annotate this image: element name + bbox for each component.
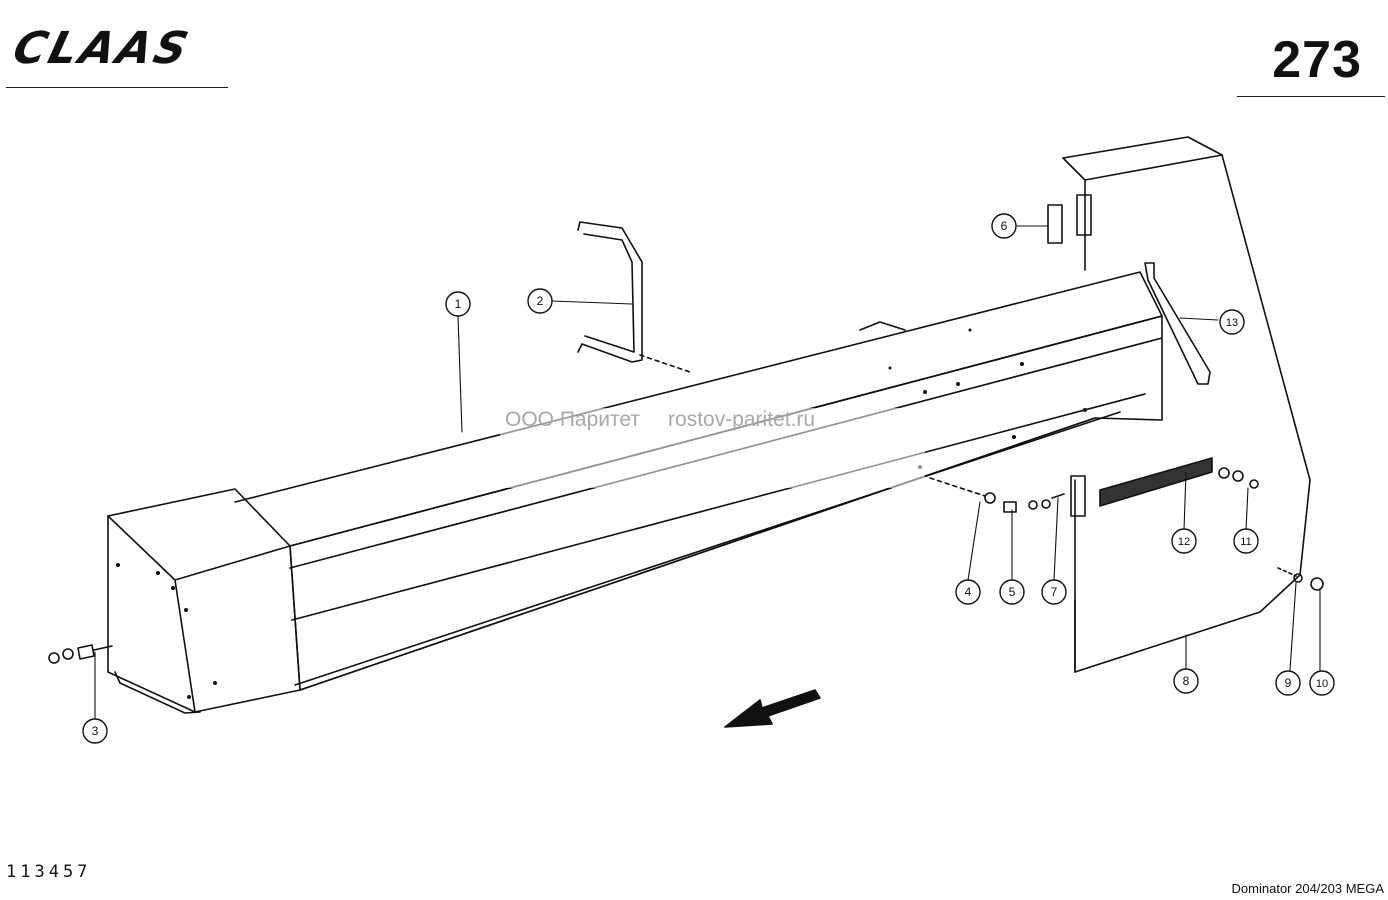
strut-13	[1144, 262, 1211, 385]
callout-1-label: 1	[455, 297, 462, 311]
callout-12: 12	[1171, 528, 1197, 554]
callout-8: 8	[1173, 668, 1199, 694]
strip-12	[1099, 457, 1213, 507]
model-name: Dominator 204/203 MEGA	[1231, 881, 1384, 896]
callout-9-label: 9	[1285, 676, 1292, 690]
watermark-company: ООО Паритет	[505, 408, 641, 431]
callout-1: 1	[445, 291, 471, 317]
callout-8-label: 8	[1183, 674, 1190, 688]
logo-underline	[6, 87, 228, 88]
direction-arrow	[724, 689, 821, 728]
callout-3-label: 3	[92, 724, 99, 738]
callout-6: 6	[991, 213, 1017, 239]
watermark: ООО Паритет rostov-paritet.ru	[500, 408, 925, 488]
callout-6-label: 6	[1001, 219, 1008, 233]
callout-4-label: 4	[965, 585, 972, 599]
hinge-6	[1047, 204, 1063, 244]
callout-3: 3	[82, 718, 108, 744]
leader-lines	[94, 225, 1321, 721]
claas-logo: CLAAS	[8, 23, 196, 74]
callout-5: 5	[999, 579, 1025, 605]
logo-text: CLAAS	[8, 23, 196, 74]
callout-13: 13	[1219, 309, 1245, 335]
callout-12-label: 12	[1178, 536, 1190, 548]
callout-11-label: 11	[1240, 536, 1251, 548]
callout-10: 10	[1309, 670, 1335, 696]
callout-7-label: 7	[1051, 585, 1058, 599]
drawing-number: 113457	[6, 862, 92, 882]
bracket-2	[577, 221, 691, 373]
callout-4: 4	[955, 579, 981, 605]
callout-9: 9	[1275, 670, 1301, 696]
callout-10-label: 10	[1316, 678, 1328, 690]
watermark-site: rostov-paritet.ru	[668, 408, 816, 431]
callout-2: 2	[527, 288, 553, 314]
callout-7: 7	[1041, 579, 1067, 605]
side-panel-8	[1062, 136, 1311, 673]
callout-11: 11	[1233, 528, 1259, 554]
page-number: 273	[1272, 31, 1362, 89]
fasteners	[48, 467, 1324, 664]
callout-5-label: 5	[1009, 585, 1016, 599]
callout-13-label: 13	[1226, 317, 1238, 329]
page-number-underline	[1237, 96, 1385, 97]
callout-2-label: 2	[537, 294, 544, 308]
